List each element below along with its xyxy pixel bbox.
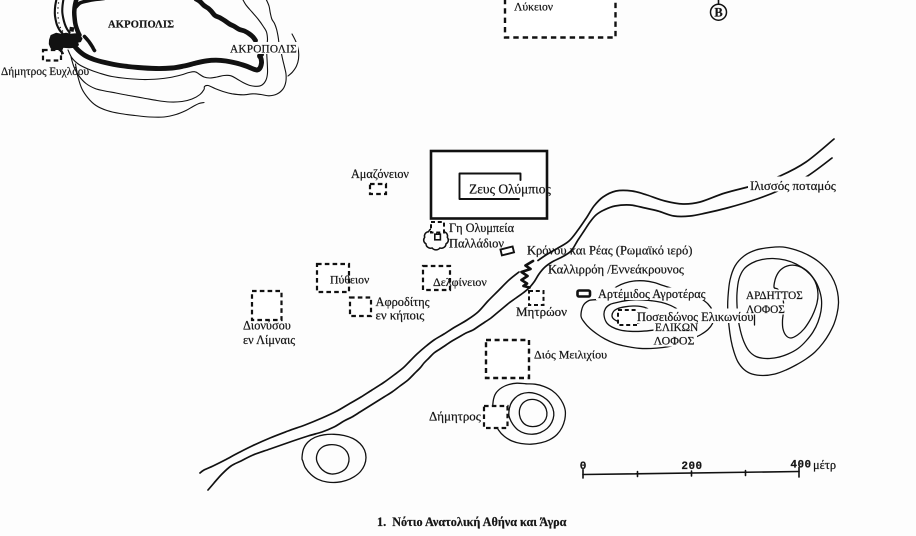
svg-text:Λύκειον: Λύκειον	[514, 1, 553, 14]
svg-text:ΛΟΦΟΣ: ΛΟΦΟΣ	[746, 304, 785, 316]
svg-text:Μητρώον: Μητρώον	[516, 304, 567, 319]
svg-text:Ζευς Ολύμπιος: Ζευς Ολύμπιος	[469, 182, 551, 197]
svg-text:ΑΚΡΟΠΟΛΙΣ: ΑΚΡΟΠΟΛΙΣ	[108, 20, 174, 31]
svg-text:Διονύσου: Διονύσου	[243, 319, 291, 333]
svg-text:Αφροδίτης: Αφροδίτης	[376, 295, 430, 309]
svg-text:ΑΡΔΗΤΤΟΣ: ΑΡΔΗΤΤΟΣ	[746, 290, 803, 302]
svg-text:Αμαζόνειον: Αμαζόνειον	[351, 167, 409, 181]
svg-text:Ποσειδώνος Ελικωνίου: Ποσειδώνος Ελικωνίου	[637, 310, 753, 324]
svg-text:Δελφίνειον: Δελφίνειον	[433, 275, 487, 289]
svg-text:Δήμητρος Ευχλόου: Δήμητρος Ευχλόου	[1, 66, 90, 78]
svg-text:Κρόνου και Ρέας (Ρωμαϊκό ιερό): Κρόνου και Ρέας (Ρωμαϊκό ιερό)	[527, 244, 692, 258]
svg-text:200: 200	[681, 461, 702, 473]
svg-text:Ιλισσός ποταμός: Ιλισσός ποταμός	[750, 179, 836, 193]
svg-text:εν Λίμναις: εν Λίμναις	[243, 333, 295, 347]
svg-text:1. Νότιο Ανατολική Αθήνα και: 1. Νότιο Ανατολική Αθήνα και Άγρα	[377, 515, 567, 529]
svg-text:Β: Β	[714, 6, 722, 20]
svg-text:Καλλιρρόη /Εννεάκρουνος: Καλλιρρόη /Εννεάκρουνος	[548, 263, 684, 277]
svg-text:Αρτέμιδος Αγροτέρας: Αρτέμιδος Αγροτέρας	[598, 287, 706, 301]
svg-text:ΕΛΙΚΩΝ: ΕΛΙΚΩΝ	[655, 322, 698, 334]
svg-text:400: 400	[790, 460, 811, 472]
svg-text:Δήμητρος: Δήμητρος	[429, 410, 481, 424]
svg-text:Διός Μειλιχίου: Διός Μειλιχίου	[534, 348, 607, 362]
svg-text:Γη Ολυμπεία: Γη Ολυμπεία	[449, 221, 515, 235]
svg-text:Παλλάδιον: Παλλάδιον	[449, 237, 504, 251]
svg-text:Πύθειον: Πύθειον	[330, 273, 370, 287]
svg-text:0: 0	[580, 461, 587, 473]
svg-text:ΑΚΡΟΠΟΛΙΣ: ΑΚΡΟΠΟΛΙΣ	[230, 44, 297, 56]
svg-text:μέτρ: μέτρ	[813, 458, 836, 472]
svg-text:ΛΟΦΟΣ: ΛΟΦΟΣ	[654, 334, 695, 348]
svg-text:εν κήποις: εν κήποις	[376, 309, 425, 323]
